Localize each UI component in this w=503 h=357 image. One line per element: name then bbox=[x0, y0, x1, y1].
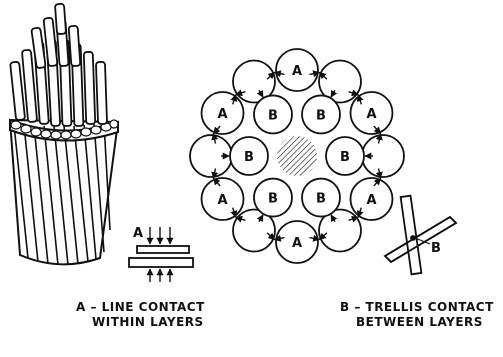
outer-wire-label: A bbox=[366, 107, 376, 122]
core-wire bbox=[277, 136, 317, 176]
outer-wire-label: A bbox=[218, 107, 228, 122]
caption-trellis-contact-subtitle: BETWEEN LAYERS bbox=[340, 315, 494, 330]
outer-wire-label: A bbox=[218, 193, 228, 208]
caption-line-contact-title: A – LINE CONTACT bbox=[76, 300, 205, 315]
outer-wire-label: A bbox=[292, 236, 302, 251]
inner-wire-label: B bbox=[316, 108, 326, 123]
trellis-contact-detail bbox=[385, 196, 456, 275]
caption-line-contact-subtitle: WITHIN LAYERS bbox=[76, 315, 205, 330]
caption-trellis-contact-title: B – TRELLIS CONTACT bbox=[340, 300, 494, 315]
inner-wire-label: B bbox=[244, 150, 254, 165]
trellis-contact-label: B bbox=[431, 241, 441, 256]
outer-wire-label: A bbox=[292, 64, 302, 79]
rope-strand-illustration bbox=[10, 4, 118, 265]
caption-line-contact: A – LINE CONTACT WITHIN LAYERS bbox=[76, 300, 205, 330]
inner-wire-label: B bbox=[268, 192, 278, 207]
inner-wire-label: B bbox=[340, 150, 350, 165]
caption-trellis-contact: B – TRELLIS CONTACT BETWEEN LAYERS bbox=[340, 300, 494, 330]
strand-cross-section: A A A A A A B B B B B B bbox=[190, 49, 404, 263]
inner-wire-label: B bbox=[316, 192, 326, 207]
outer-wire-label: A bbox=[366, 193, 376, 208]
inner-wire-label: B bbox=[268, 108, 278, 123]
line-contact-label: A bbox=[133, 226, 143, 241]
